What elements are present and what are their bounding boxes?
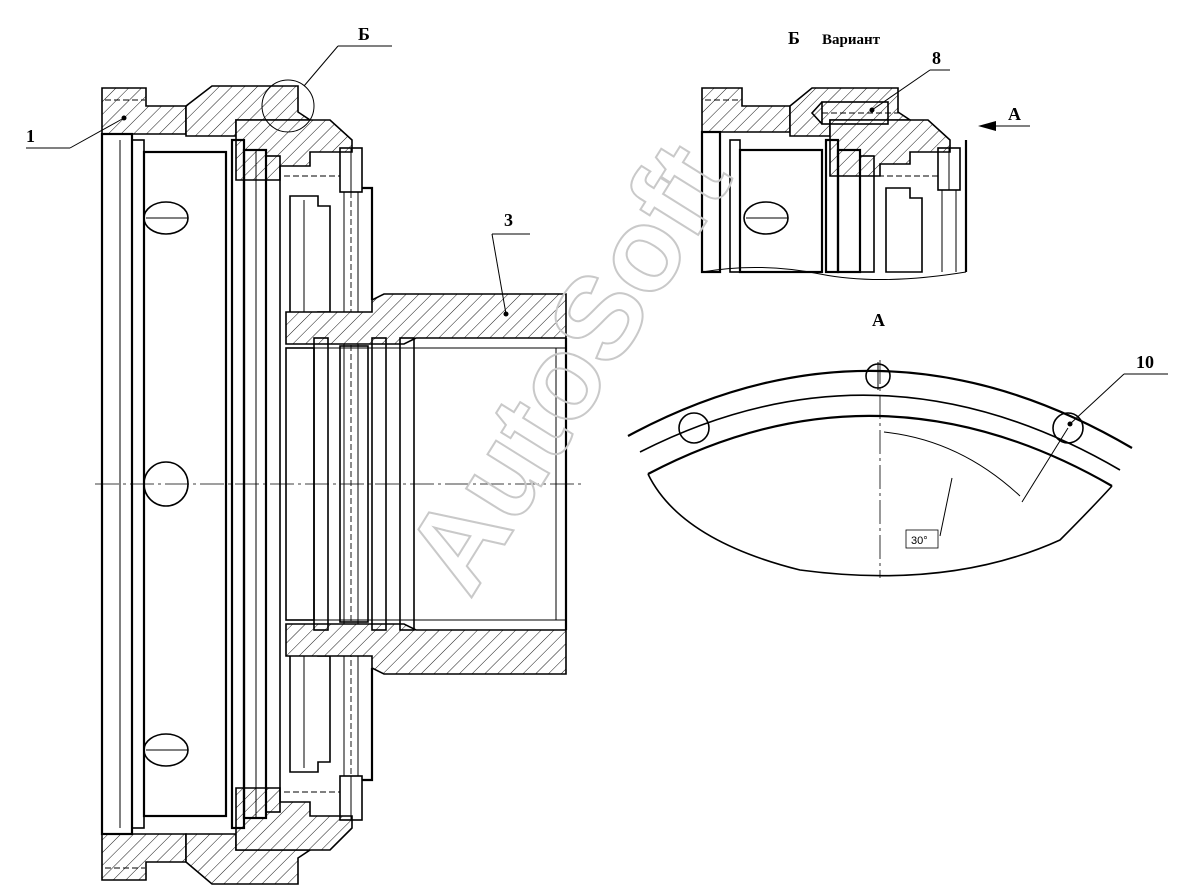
label-angle: 30° [911, 535, 928, 547]
label-view-a-arrow: А [1008, 104, 1021, 124]
angle-box [905, 529, 939, 549]
view-a-hole-right [1052, 412, 1084, 444]
view-a-arrow-head [978, 121, 996, 131]
label-part-10: 10 [1136, 352, 1154, 372]
bolts-vertical [284, 147, 363, 821]
label-part-3: 3 [504, 210, 513, 230]
part-1-flange [100, 87, 228, 881]
view-a [627, 360, 1168, 578]
inner-rings [285, 186, 568, 782]
detail-b-circle [261, 79, 315, 133]
variant-b-detail [700, 69, 1030, 281]
label-view-a-title: А [872, 310, 885, 330]
angle-arc [883, 431, 1021, 497]
watermark: AutoSoft [380, 121, 756, 613]
label-variant-letter: Б [788, 28, 800, 48]
label-part-1: 1 [26, 126, 35, 146]
leader-1 [69, 117, 125, 149]
label-variant-word: Вариант [822, 32, 881, 48]
leader-3-dot [503, 311, 509, 317]
housing-upper [185, 85, 353, 885]
detail-b-leader [303, 45, 339, 87]
view-a-hole-left [678, 412, 710, 444]
leader-3 [491, 233, 507, 315]
label-section-b: Б [358, 24, 370, 44]
label-part-8: 8 [932, 48, 941, 68]
leader-1-dot [121, 115, 127, 121]
main-section-view [26, 45, 585, 885]
